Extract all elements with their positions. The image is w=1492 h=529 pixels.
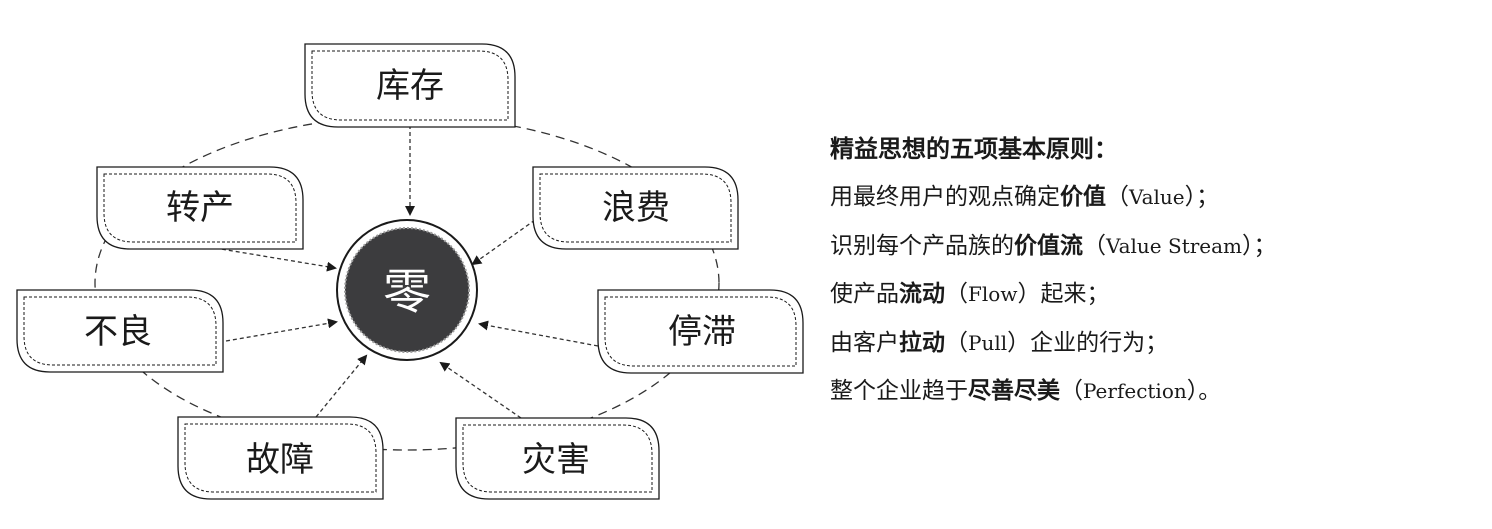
principles-panel: 精益思想的五项基本原则： 用最终用户的观点确定价值（Value）； 识别每个产品… [830,125,1480,416]
principle-english: Flow [968,282,1018,306]
principle-english: Value Stream [1106,233,1243,258]
principle-item: 由客户拉动（Pull）企业的行为； [830,319,1480,368]
principle-suffix: 。 [1198,378,1222,404]
paren-close: ）； [1184,184,1220,210]
arrow-fault [315,354,368,418]
principle-text: 由客户 [830,329,899,356]
node-waste: 浪费 [532,166,739,250]
principle-keyword: 流动 [899,281,945,307]
principle-suffix: 起来； [1040,281,1110,307]
node-label: 转产 [166,188,234,228]
principle-text: 整个企业趋于 [830,378,968,404]
node-changeover: 转产 [96,166,304,250]
paren-open: （ [1083,232,1106,259]
paren-close: ） [1007,329,1031,356]
node-fault: 故障 [177,416,384,500]
principle-english: Value [1129,185,1185,209]
principle-keyword: 价值 [1060,184,1106,210]
principle-item: 用最终用户的观点确定价值（Value）； [830,173,1480,222]
principle-text: 用最终用户的观点确定 [830,184,1060,210]
principle-keyword: 价值流 [1014,232,1083,259]
paren-close: ）； [1242,232,1277,259]
node-label: 浪费 [602,188,670,228]
arrow-changeover [214,247,337,272]
paren-close: ） [1017,281,1041,307]
principle-item: 整个企业趋于尽善尽美（Perfection）。 [830,367,1480,416]
node-stagnation: 停滞 [597,289,804,374]
principle-keyword: 拉动 [899,329,945,356]
node-label: 停滞 [668,312,736,352]
paren-open: （ [945,329,968,356]
principle-item: 使产品流动（Flow）起来； [830,270,1480,319]
node-disaster: 灾害 [455,417,660,500]
node-label: 库存 [376,66,444,106]
node-label: 故障 [246,440,314,480]
principles-heading: 精益思想的五项基本原则： [830,135,1118,163]
zero-waste-diagram: 库存 浪费 停滞 灾害 故障 不良 转产 零 [16,43,804,500]
paren-close: ） [1186,378,1199,404]
arrow-stagnation [478,320,599,347]
arrows [214,118,599,419]
arrow-disaster [439,361,522,419]
principle-text: 使产品 [830,281,899,307]
paren-open: （ [1106,184,1129,210]
principle-item: 识别每个产品族的价值流（Value Stream）； [830,222,1480,271]
node-inventory: 库存 [304,43,516,128]
principle-text: 识别每个产品族的 [830,232,1014,259]
node-label: 灾害 [522,440,590,480]
principle-english: Perfection [1083,379,1187,403]
arrow-defect [225,318,338,342]
principle-english: Pull [968,330,1008,355]
arrow-waste [471,219,536,266]
node-label: 不良 [84,312,152,352]
principle-keyword: 尽善尽美 [968,378,1060,404]
cycle-loop [94,115,720,451]
paren-open: （ [945,281,968,307]
paren-open: （ [1060,378,1083,404]
center-zero: 零 [336,219,478,361]
principle-suffix: 企业的行为； [1030,329,1169,356]
node-defect: 不良 [16,289,224,373]
center-label: 零 [383,264,431,320]
